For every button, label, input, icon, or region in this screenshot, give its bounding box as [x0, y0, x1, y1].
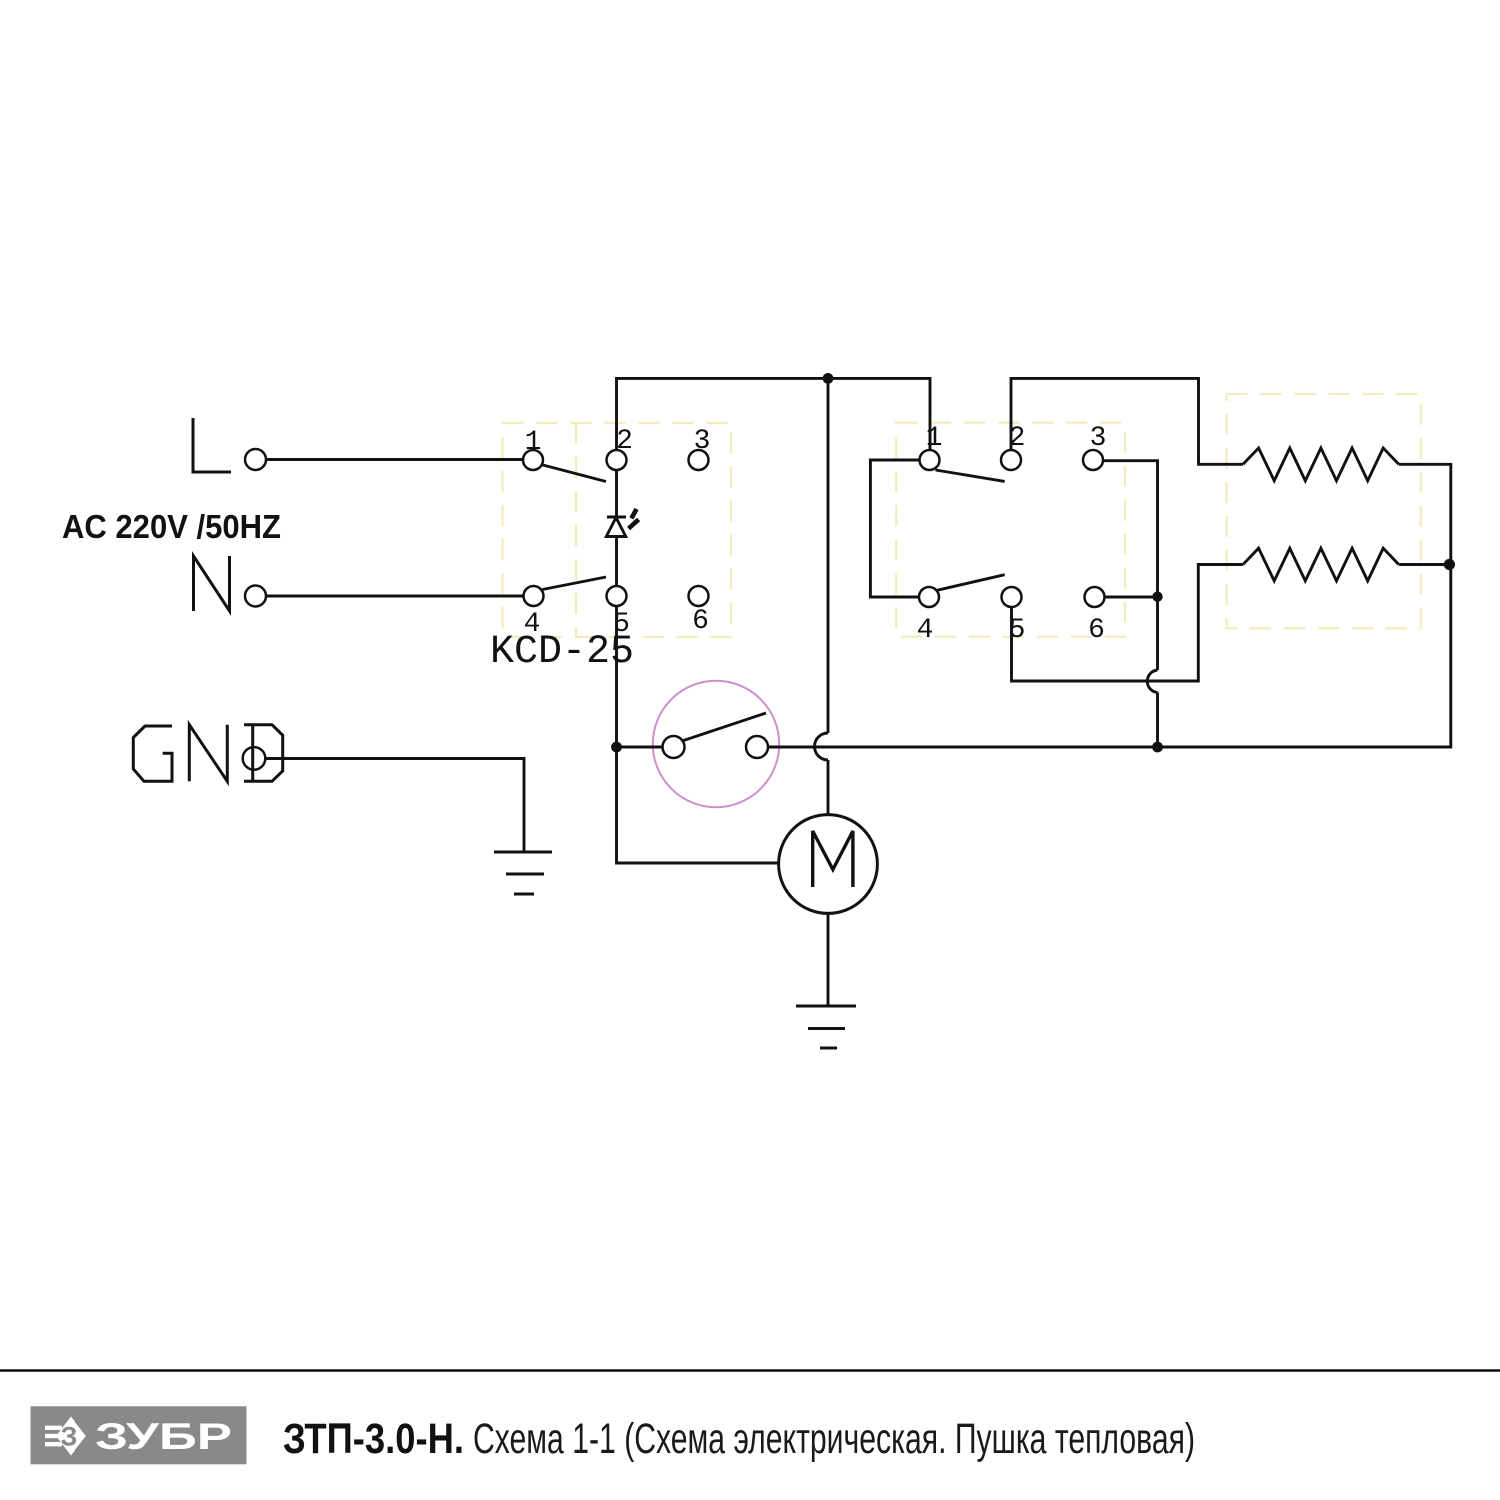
svg-text:ЗУБР: ЗУБР [95, 1416, 232, 1457]
svg-text:Схема 1-1 (Схема электрическая: Схема 1-1 (Схема электрическая. Пушка те… [473, 1415, 1195, 1463]
svg-text:5: 5 [613, 609, 630, 640]
svg-text:6: 6 [692, 606, 709, 637]
svg-text:2: 2 [1009, 423, 1026, 454]
svg-text:1: 1 [926, 423, 943, 454]
svg-text:3: 3 [694, 426, 711, 457]
svg-text:AC 220V /50HZ: AC 220V /50HZ [62, 508, 281, 545]
svg-text:4: 4 [524, 609, 541, 640]
svg-text:6: 6 [1088, 615, 1105, 646]
svg-text:ЗТП-3.0-Н.: ЗТП-3.0-Н. [283, 1415, 464, 1463]
svg-text:1: 1 [525, 427, 542, 458]
svg-text:KCD-25: KCD-25 [490, 630, 634, 675]
svg-text:2: 2 [616, 426, 633, 457]
svg-text:4: 4 [917, 615, 934, 646]
svg-text:5: 5 [1009, 615, 1026, 646]
svg-text:3: 3 [1090, 423, 1107, 454]
svg-text:З: З [61, 1422, 78, 1452]
